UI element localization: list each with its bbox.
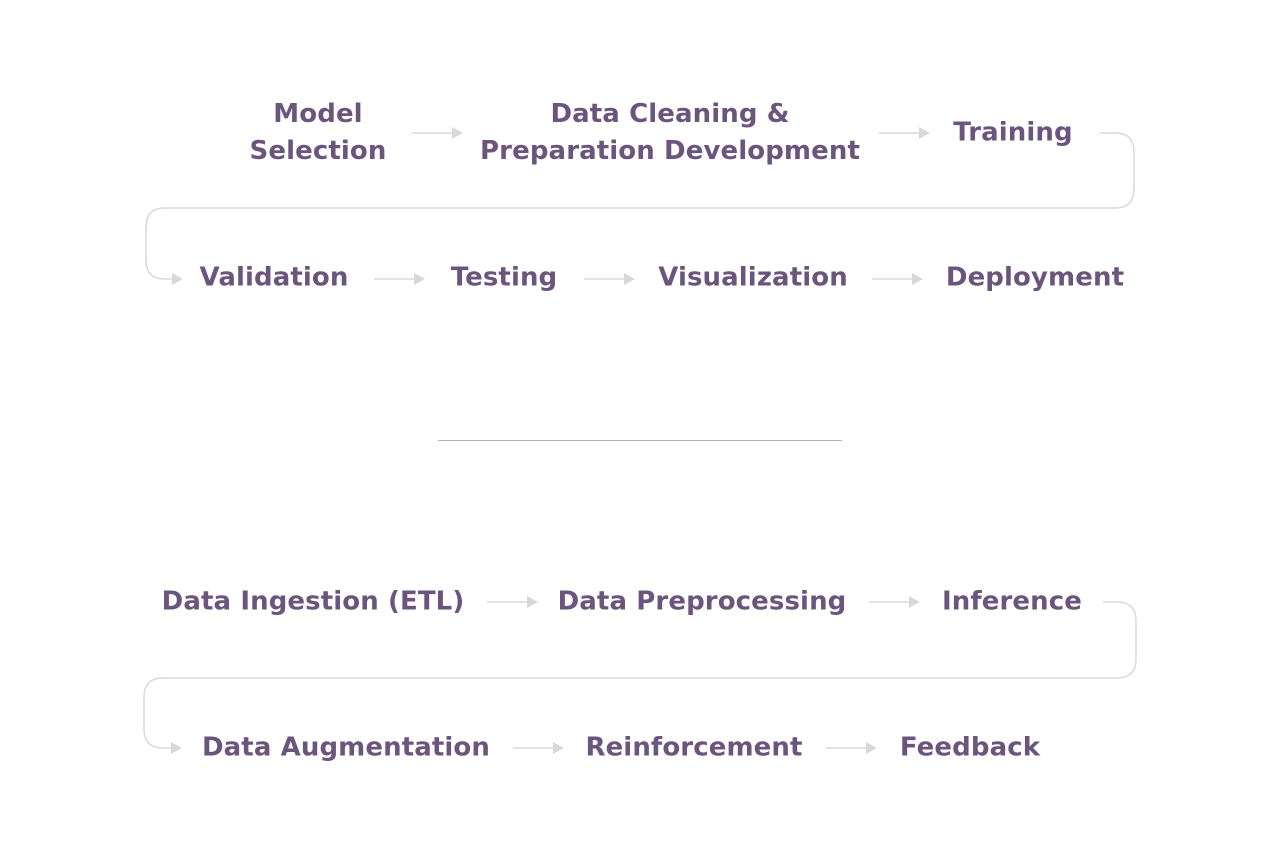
arrowhead (172, 273, 183, 285)
step-data-cleaning-preparation: Data Cleaning & Preparation Development (480, 99, 860, 166)
step-training: Training (953, 117, 1073, 148)
arrowhead (452, 127, 463, 139)
wrap-connector-inference-to-augmentation (143, 601, 1137, 749)
step-data-augmentation: Data Augmentation (201, 732, 491, 763)
section-divider (438, 440, 842, 441)
step-model-selection: Model Selection (249, 99, 387, 166)
arrowhead (527, 596, 538, 608)
arrowhead (171, 742, 182, 754)
step-reinforcement: Reinforcement (585, 732, 803, 763)
arrowhead (553, 742, 564, 754)
arrowhead (919, 127, 930, 139)
arrowhead (866, 742, 877, 754)
step-inference: Inference (941, 586, 1083, 617)
wrap-connector-training-to-validation (145, 132, 1135, 280)
arrowhead (414, 273, 425, 285)
step-deployment: Deployment (945, 262, 1125, 293)
step-feedback: Feedback (899, 732, 1041, 763)
arrowhead (909, 596, 920, 608)
step-visualization: Visualization (658, 262, 848, 293)
arrowhead (624, 273, 635, 285)
step-data-ingestion: Data Ingestion (ETL) (161, 586, 465, 617)
step-testing: Testing (450, 262, 558, 293)
arrowhead (912, 273, 923, 285)
step-data-preprocessing: Data Preprocessing (557, 586, 847, 617)
step-validation: Validation (199, 262, 349, 293)
